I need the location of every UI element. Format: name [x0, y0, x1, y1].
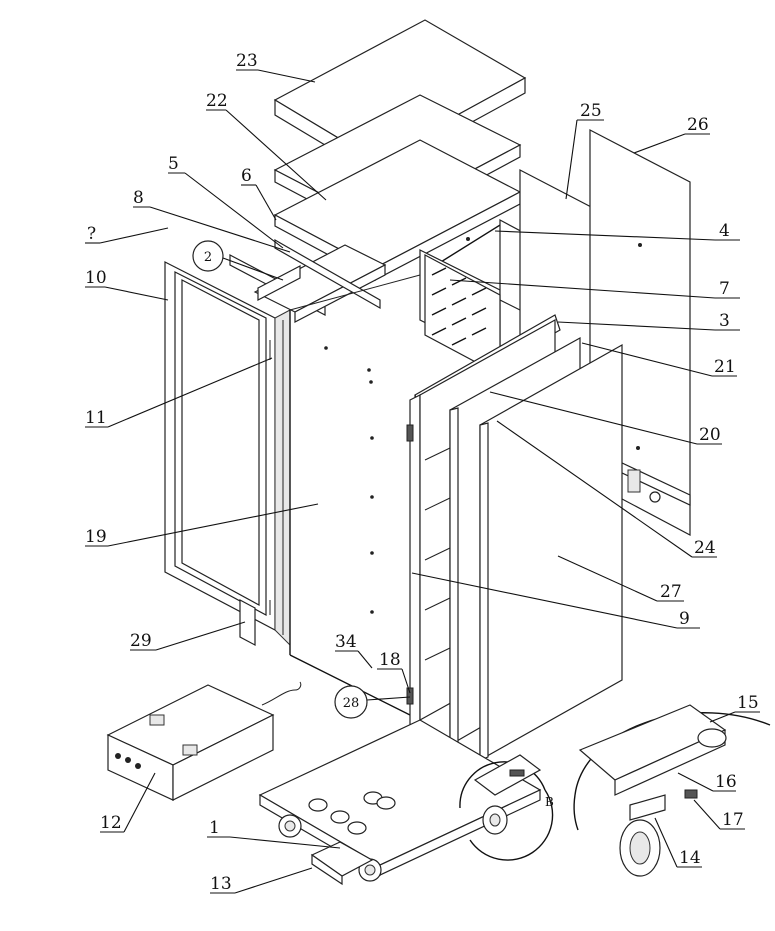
- label-12: 12: [100, 813, 122, 833]
- callout-28: 28: [334, 685, 411, 719]
- label-4: 4: [719, 221, 730, 241]
- label-11: 11: [85, 408, 107, 428]
- label-question: ?: [87, 224, 96, 244]
- label-24: 24: [694, 538, 716, 558]
- callout-2: 2: [192, 240, 284, 281]
- caster-detail: [573, 704, 771, 877]
- drip-tray: [310, 841, 374, 886]
- detail-b: [459, 754, 554, 861]
- label-23: 23: [236, 51, 258, 71]
- label-1: 1: [209, 818, 220, 838]
- label-26: 26: [687, 115, 709, 135]
- front-door: [479, 343, 623, 762]
- top-rails: [253, 238, 387, 323]
- label-34: 34: [335, 632, 357, 652]
- label-20: 20: [699, 425, 721, 445]
- label-5: 5: [168, 154, 179, 174]
- label-14: 14: [679, 848, 701, 868]
- callout-28-text: 28: [343, 696, 360, 711]
- part-labels: 23 22 5 6 8 ? 10 11 19 29 34 18 12 1 13 …: [85, 51, 759, 894]
- label-8: 8: [133, 188, 144, 208]
- label-29: 29: [130, 631, 152, 651]
- label-17: 17: [722, 810, 744, 830]
- callout-2-text: 2: [204, 250, 212, 265]
- label-16: 16: [715, 772, 737, 792]
- leader-lines: [85, 69, 760, 894]
- label-18: 18: [379, 650, 401, 670]
- label-7: 7: [719, 279, 730, 299]
- label-25: 25: [580, 101, 602, 121]
- label-3: 3: [719, 311, 730, 331]
- label-15: 15: [737, 693, 759, 713]
- label-9: 9: [679, 609, 690, 629]
- label-19: 19: [85, 527, 107, 547]
- label-10: 10: [85, 268, 107, 288]
- label-27: 27: [660, 582, 682, 602]
- label-6: 6: [241, 166, 252, 186]
- left-door: [164, 254, 326, 647]
- control-panel: [106, 681, 302, 801]
- label-22: 22: [206, 91, 228, 111]
- detail-b-label: B: [545, 795, 554, 809]
- label-13: 13: [210, 874, 232, 894]
- label-21: 21: [714, 357, 736, 377]
